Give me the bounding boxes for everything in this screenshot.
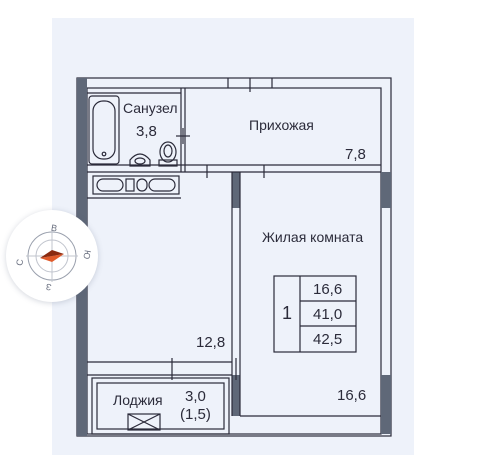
door-marks	[171, 78, 273, 380]
kitchen-counter-icon	[92, 175, 180, 195]
compass-south-label: Ю	[81, 249, 93, 260]
partitions	[87, 88, 381, 417]
compass-north-label: С	[14, 258, 26, 267]
sink-icon	[129, 153, 151, 167]
compass-needle	[40, 254, 64, 262]
kitchen-area: 12,8	[196, 334, 226, 351]
compass: С В Ю З	[6, 210, 98, 302]
compass-rose-icon	[26, 230, 78, 282]
summary-total-with-loggia: 42,5	[313, 331, 343, 348]
bathroom-area: 3,8	[136, 123, 157, 140]
living-room-name: Жилая комната	[262, 229, 364, 245]
wall-segments	[77, 78, 391, 436]
loggia-area-reduced: (1,5)	[180, 406, 211, 423]
hallway-name: Прихожая	[249, 117, 314, 133]
rooms-count: 1	[282, 303, 293, 323]
summary-living-area: 16,6	[313, 281, 343, 298]
hallway-area: 7,8	[345, 146, 366, 163]
loggia-name: Лоджия	[113, 392, 163, 408]
bathtub-icon	[88, 95, 120, 165]
bathroom-name: Санузел	[123, 100, 178, 116]
summary-box	[273, 275, 357, 353]
toilet-icon	[158, 141, 178, 167]
loggia-area: 3,0	[185, 388, 206, 405]
summary-total-area: 41,0	[313, 306, 343, 323]
window-ac-box	[127, 413, 161, 431]
living-room-area: 16,6	[337, 387, 367, 404]
